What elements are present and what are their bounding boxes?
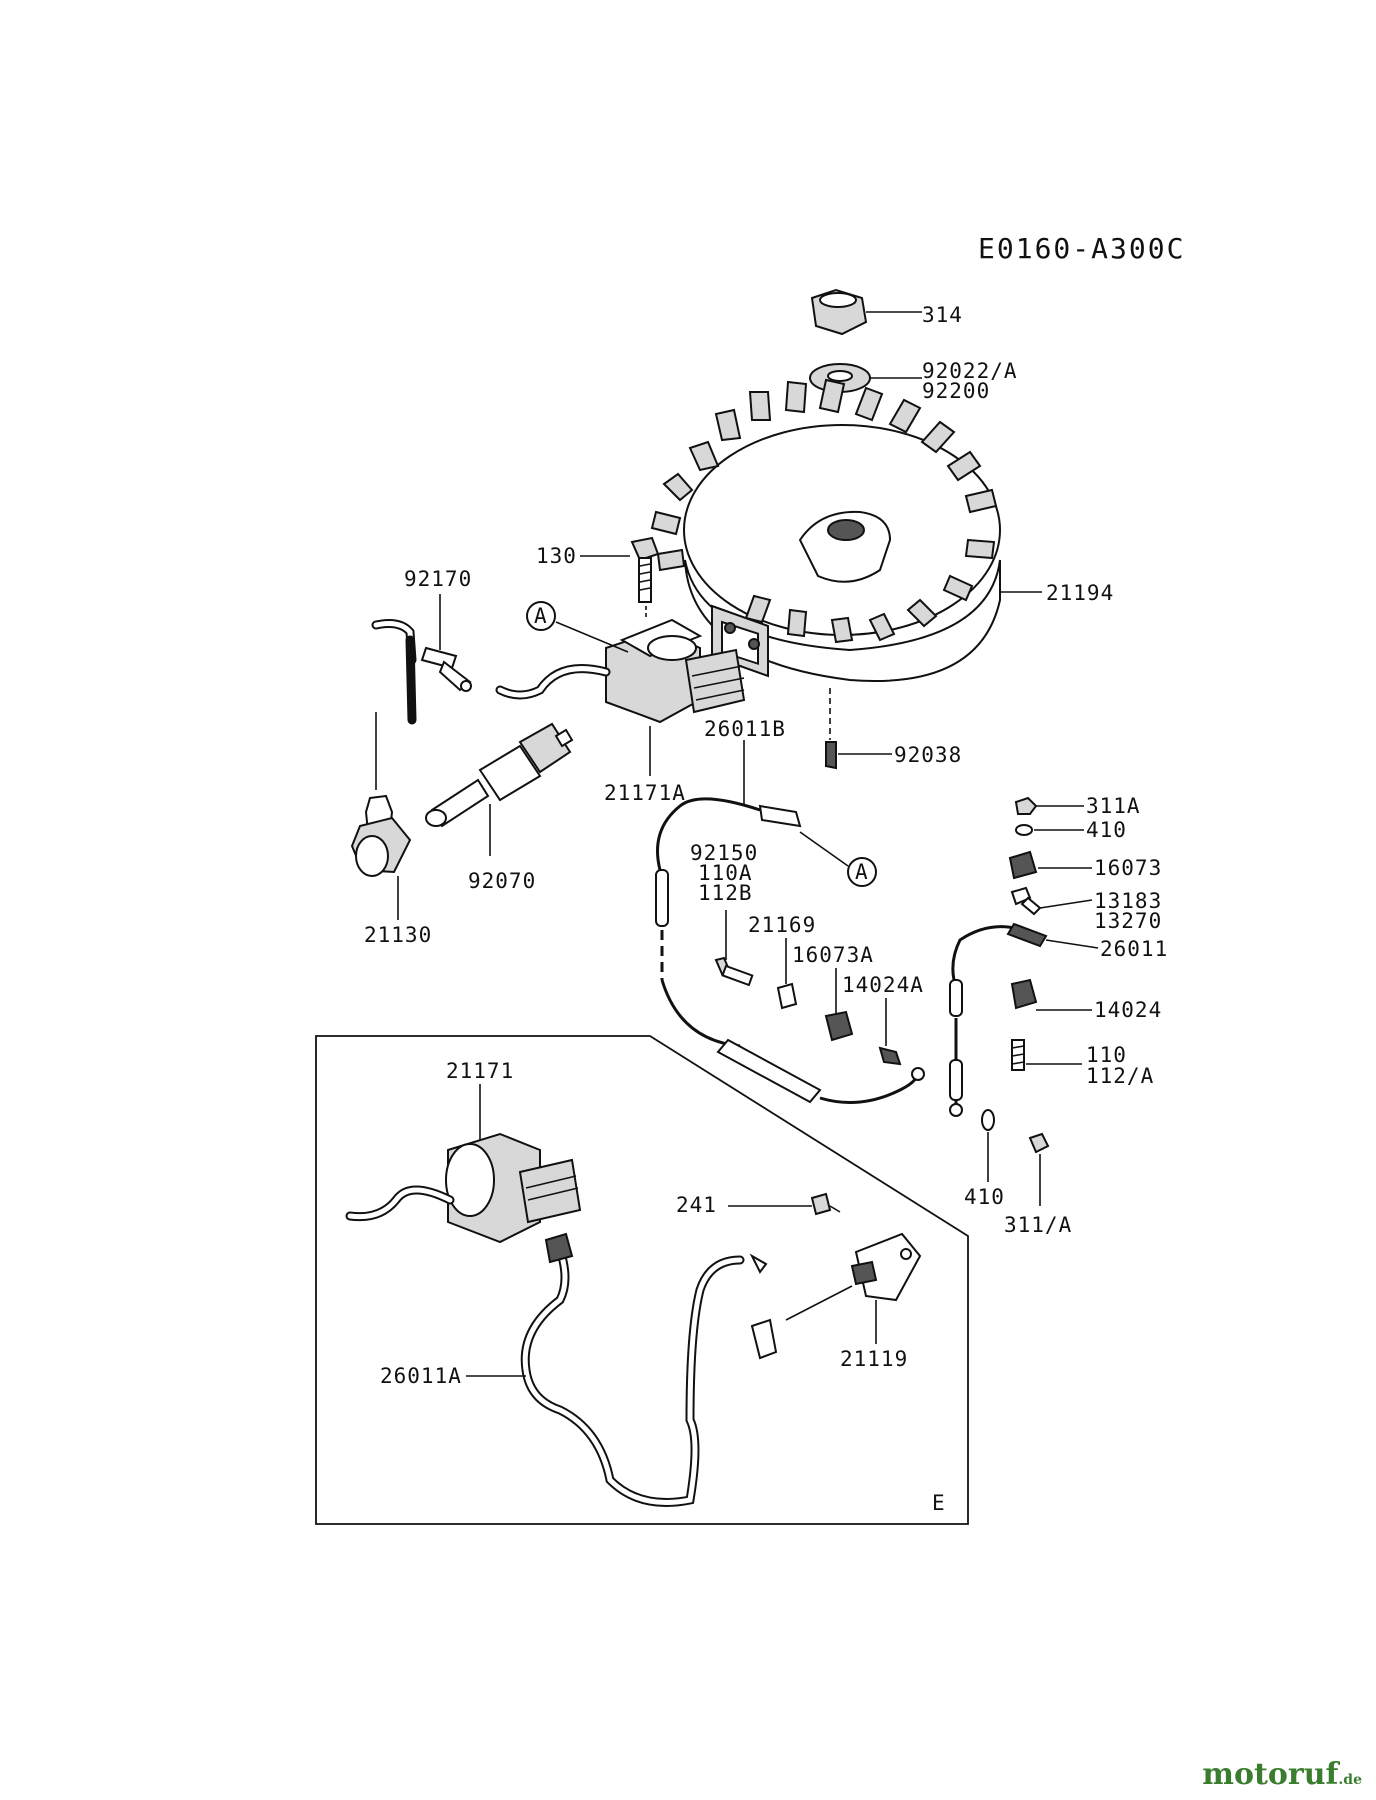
callout-311-a-low: 311/A bbox=[1004, 1213, 1072, 1237]
watermark-brand: motoruf bbox=[1202, 1757, 1339, 1792]
clip-13183 bbox=[1010, 886, 1093, 916]
harness-26011a bbox=[466, 1232, 778, 1507]
ref-marker-a-lower: A bbox=[847, 857, 877, 887]
callout-16073: 16073 bbox=[1094, 856, 1162, 880]
callout-26011: 26011 bbox=[1100, 937, 1168, 961]
callout-16073a: 16073A bbox=[792, 943, 874, 967]
callout-92170: 92170 bbox=[404, 567, 472, 591]
callout-26011b: 26011B bbox=[704, 717, 786, 741]
screw-110 bbox=[1011, 1039, 1082, 1071]
callout-21130: 21130 bbox=[364, 923, 432, 947]
callout-112b: 112B bbox=[698, 881, 753, 905]
clamp-14024 bbox=[1010, 978, 1092, 1011]
stop-switch-screw bbox=[714, 910, 754, 987]
washer-410-top bbox=[1015, 824, 1084, 836]
ground-wire bbox=[655, 740, 925, 1104]
callout-26011a: 26011A bbox=[380, 1364, 462, 1388]
bracket-16073 bbox=[1008, 850, 1092, 880]
flywheel bbox=[650, 378, 1042, 682]
plug-cap-clip bbox=[371, 594, 472, 725]
callout-410-low: 410 bbox=[964, 1185, 1005, 1209]
coil-bolt bbox=[580, 536, 660, 618]
callout-92150: 92150 bbox=[690, 841, 758, 865]
switch-bracket bbox=[824, 968, 854, 1042]
callout-92200: 92200 bbox=[922, 379, 990, 403]
switch-plate bbox=[776, 938, 798, 1010]
watermark-tld: .de bbox=[1338, 1772, 1362, 1788]
callout-410-top: 410 bbox=[1086, 818, 1127, 842]
nut-311a bbox=[1014, 796, 1084, 815]
callout-21119: 21119 bbox=[840, 1347, 908, 1371]
wire-clamp bbox=[878, 998, 902, 1066]
callout-314: 314 bbox=[922, 303, 963, 327]
callout-21171a: 21171A bbox=[604, 781, 686, 805]
callout-112-a: 112/A bbox=[1086, 1064, 1154, 1088]
svg-text:A: A bbox=[534, 604, 548, 628]
ref-marker-a-top: A bbox=[526, 601, 629, 653]
spark-plug-cap bbox=[350, 712, 412, 920]
callout-130: 130 bbox=[536, 544, 577, 568]
nut-311-a-low bbox=[1028, 1132, 1050, 1206]
callout-110a: 110A bbox=[698, 861, 753, 885]
stop-wire-26011 bbox=[949, 922, 1099, 1117]
svg-text:E: E bbox=[932, 1491, 946, 1515]
callout-13270: 13270 bbox=[1094, 909, 1162, 933]
callout-21194: 21194 bbox=[1046, 581, 1114, 605]
coil-21171 bbox=[345, 1084, 582, 1244]
callout-311a: 311A bbox=[1086, 794, 1141, 818]
callout-92070: 92070 bbox=[468, 869, 536, 893]
callout-21169: 21169 bbox=[748, 913, 816, 937]
svg-text:A: A bbox=[855, 860, 869, 884]
callout-13183: 13183 bbox=[1094, 889, 1162, 913]
callout-241: 241 bbox=[676, 1193, 717, 1217]
spark-plug bbox=[425, 722, 574, 856]
callout-14024: 14024 bbox=[1094, 998, 1162, 1022]
callout-14024a: 14024A bbox=[842, 973, 924, 997]
diagram-code: E0160-A300C bbox=[978, 232, 1185, 265]
stop-switch-21119 bbox=[785, 1232, 922, 1344]
flywheel-key bbox=[825, 688, 892, 770]
ignition-coil bbox=[495, 618, 746, 776]
callout-92022-a: 92022/A bbox=[922, 359, 1018, 383]
callout-110: 110 bbox=[1086, 1043, 1127, 1067]
section-e-box: E bbox=[315, 1035, 969, 1525]
callout-21171: 21171 bbox=[446, 1059, 514, 1083]
callout-92038: 92038 bbox=[894, 743, 962, 767]
washer-410-low bbox=[981, 1109, 995, 1182]
bolt-241 bbox=[728, 1192, 841, 1216]
flywheel-nut bbox=[810, 288, 922, 336]
watermark-logo: motoruf.de bbox=[1202, 1757, 1362, 1792]
